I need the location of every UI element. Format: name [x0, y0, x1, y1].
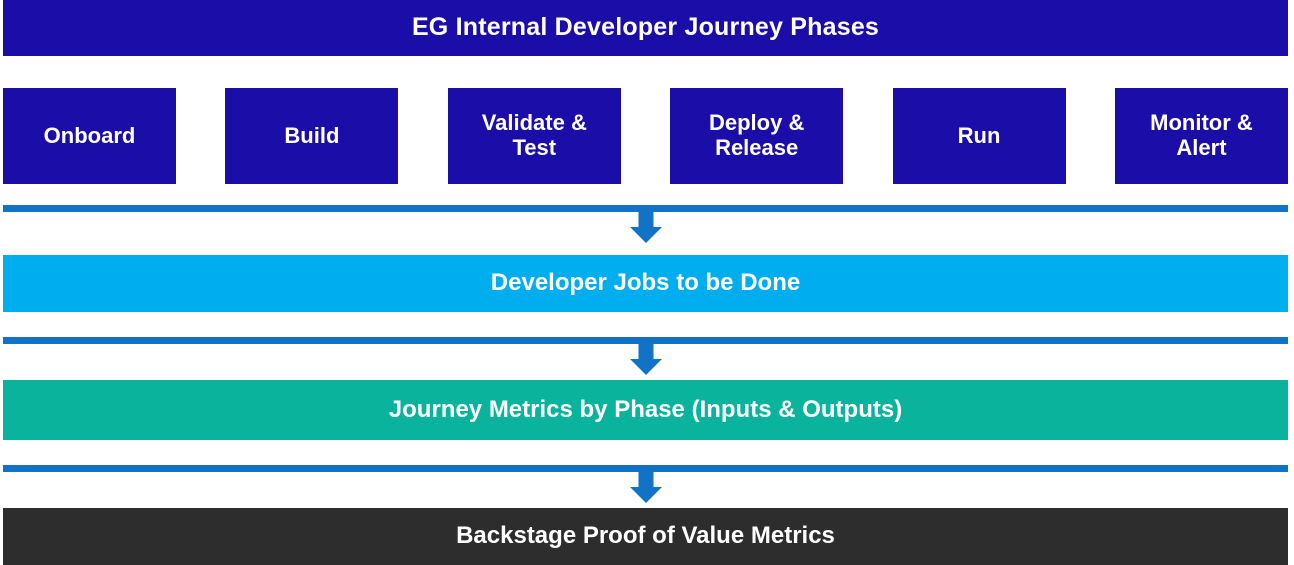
down-arrow-icon	[638, 210, 653, 228]
connector-phases-to-jobs	[3, 205, 1288, 245]
phase-label: Deploy & Release	[708, 110, 805, 160]
connector-metrics-to-proof	[3, 465, 1288, 505]
phase-box-monitor-alert[interactable]: Monitor & Alert	[1114, 88, 1288, 184]
down-arrow-head-icon	[629, 359, 662, 375]
band-label: Developer Jobs to be Done	[490, 269, 801, 297]
connector-rule	[3, 465, 1288, 472]
phase-box-run[interactable]: Run	[892, 88, 1066, 184]
band-developer-jobs[interactable]: Developer Jobs to be Done	[3, 255, 1288, 312]
down-arrow-icon	[638, 342, 653, 360]
down-arrow-icon	[638, 470, 653, 488]
band-backstage-proof-of-value[interactable]: Backstage Proof of Value Metrics	[3, 508, 1288, 565]
band-journey-metrics[interactable]: Journey Metrics by Phase (Inputs & Outpu…	[3, 380, 1288, 440]
down-arrow-head-icon	[629, 487, 662, 503]
phase-box-build[interactable]: Build	[225, 88, 399, 184]
connector-rule	[3, 205, 1288, 212]
phase-label: Monitor & Alert	[1150, 110, 1253, 160]
header-banner: EG Internal Developer Journey Phases	[3, 0, 1288, 56]
phase-label: Onboard	[43, 122, 136, 148]
phase-label: Run	[957, 122, 1001, 148]
page-title: EG Internal Developer Journey Phases	[411, 13, 880, 42]
down-arrow-head-icon	[629, 227, 662, 243]
phase-label: Validate & Test	[481, 110, 587, 160]
phase-box-validate-test[interactable]: Validate & Test	[447, 88, 621, 184]
connector-jobs-to-metrics	[3, 337, 1288, 377]
band-label: Journey Metrics by Phase (Inputs & Outpu…	[388, 395, 903, 423]
band-label: Backstage Proof of Value Metrics	[456, 522, 835, 550]
phase-box-deploy-release[interactable]: Deploy & Release	[670, 88, 844, 184]
phase-label: Build	[284, 122, 340, 148]
connector-rule	[3, 337, 1288, 344]
phase-box-onboard[interactable]: Onboard	[3, 88, 176, 184]
phase-row: Onboard Build Validate & Test Deploy & R…	[3, 88, 1288, 184]
